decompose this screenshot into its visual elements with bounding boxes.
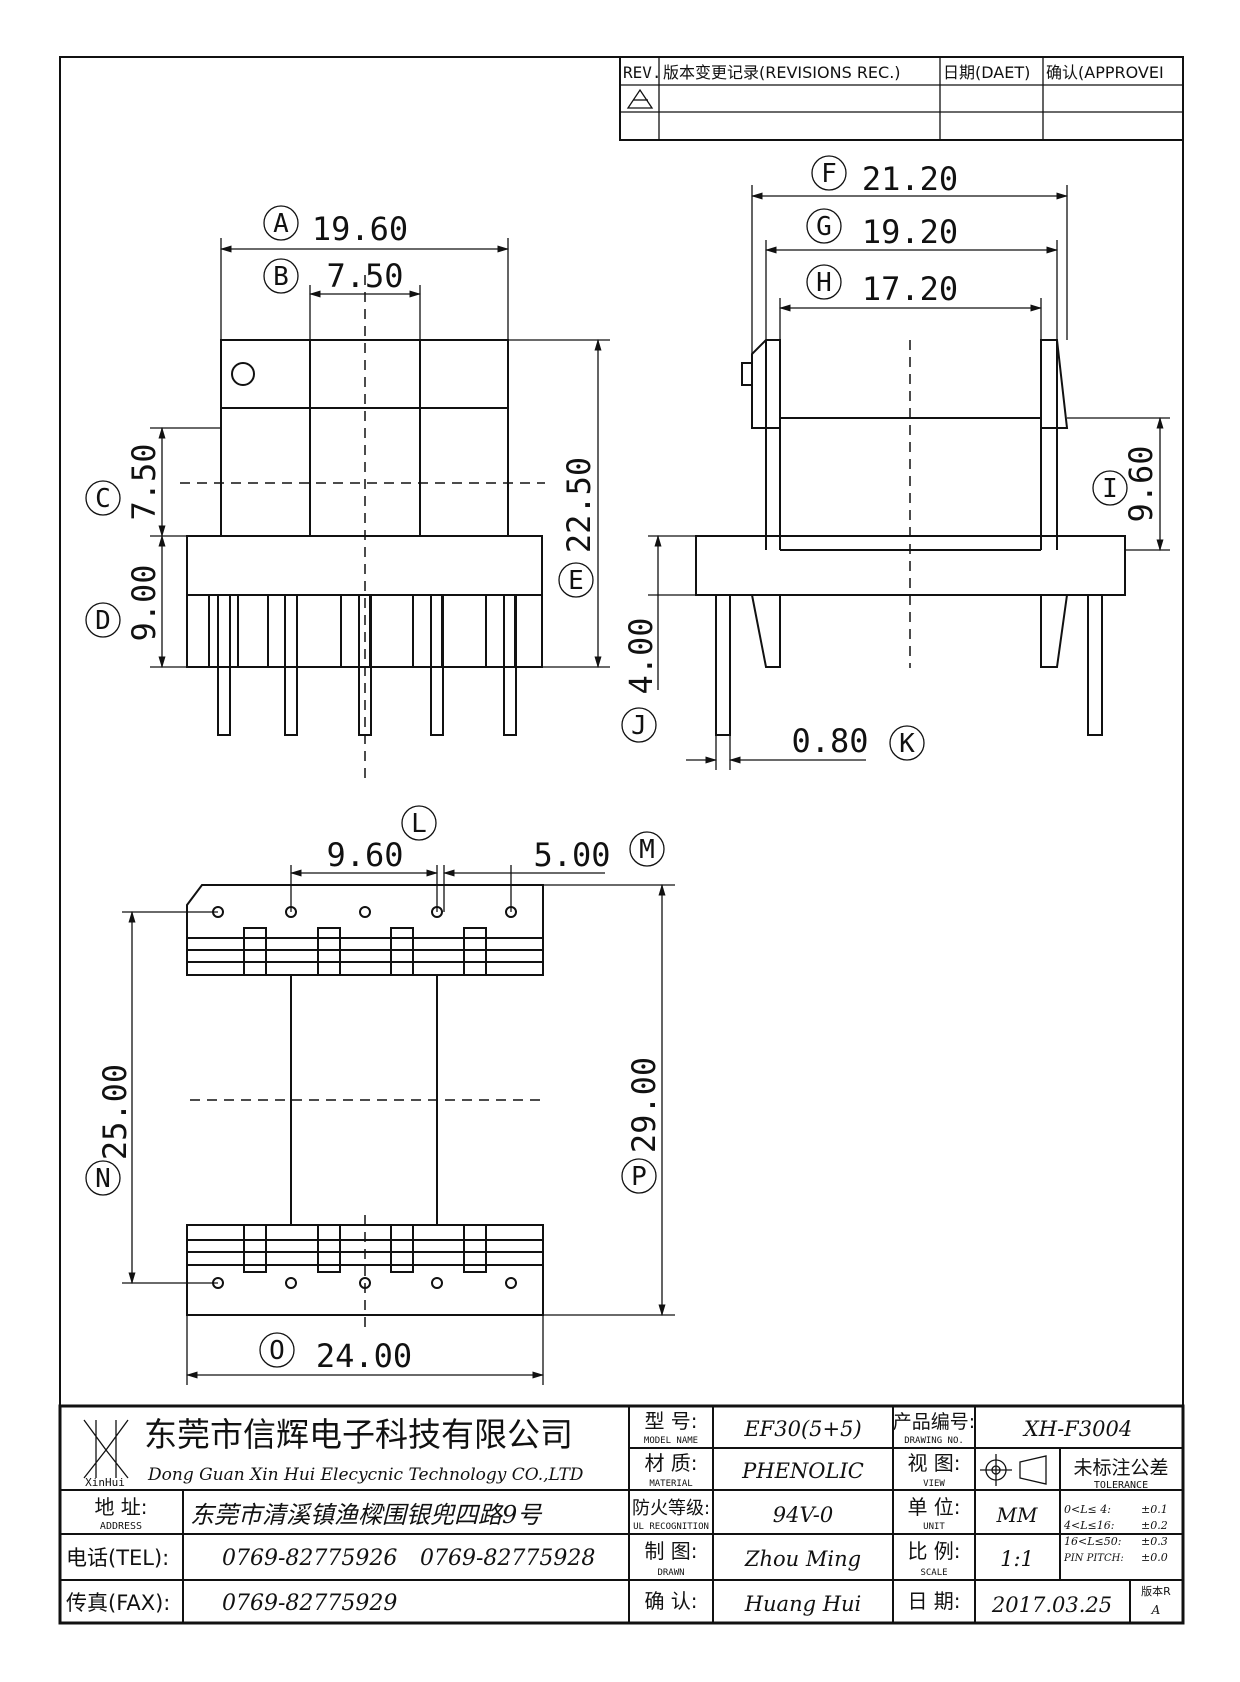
fire-label: 防火等级: [632, 1498, 710, 1519]
dimension-labels: A 19.60 B 7.50 C 7.50 D 9.00 E 22.50 F 2… [85, 155, 1160, 1375]
drawing-no-value: XH-F3004 [1022, 1417, 1132, 1441]
rev-approve-header: 确认(APPROVEI [1046, 63, 1164, 82]
check-value: Huang Hui [744, 1592, 862, 1616]
tolerance-range-1: 0<L≤ 4: [1064, 1503, 1111, 1516]
dim-C-value: 7.50 [125, 443, 163, 520]
address-label: 地 址: [94, 1495, 147, 1519]
scale-label: 比 例: [907, 1539, 960, 1563]
rev-date-header: 日期(DAET) [943, 63, 1030, 82]
bottom-view [122, 865, 675, 1385]
dim-J-value: 4.00 [622, 617, 660, 694]
dim-L-value: 9.60 [326, 836, 403, 874]
fire-label-en: UL RECOGNITION [633, 1522, 709, 1532]
svg-text:H: H [816, 268, 832, 298]
svg-text:B: B [273, 262, 289, 292]
check-label: 确 认: [644, 1589, 697, 1613]
tolerance-range-3: 16<L≤50: [1064, 1535, 1121, 1548]
dim-I-value: 9.60 [1122, 445, 1160, 522]
projection-symbol-icon [980, 1454, 1047, 1486]
dim-A-value: 19.60 [312, 210, 408, 248]
dim-D-value: 9.00 [125, 564, 163, 641]
tel1-value: 0769-82775926 [222, 1546, 397, 1571]
front-view [150, 238, 610, 780]
logo-text: XinHui [85, 1476, 125, 1489]
material-label: 材 质: [644, 1451, 697, 1475]
scale-value: 1:1 [1000, 1547, 1034, 1571]
dim-H-value: 17.20 [862, 270, 958, 308]
dim-E-value: 22.50 [560, 457, 598, 553]
tolerance-en: TOLERANCE [1094, 1480, 1148, 1491]
tolerance-range-2: 4<L≤16: [1063, 1519, 1114, 1532]
model-label: 型 号: [644, 1409, 697, 1433]
view-label: 视 图: [907, 1451, 960, 1475]
svg-text:D: D [95, 606, 111, 636]
unit-value: MM [996, 1503, 1038, 1527]
svg-text:E: E [568, 566, 584, 596]
fire-value: 94V-0 [773, 1503, 833, 1527]
material-value: PHENOLIC [741, 1459, 864, 1483]
drawing-no-label-en: DRAWING NO. [904, 1436, 964, 1446]
address-value: 东莞市清溪镇渔樑围银兜四路9号 [190, 1501, 543, 1529]
version-label: 版本R [1141, 1584, 1171, 1598]
drawn-value: Zhou Ming [744, 1547, 861, 1571]
date-label: 日 期: [907, 1589, 960, 1613]
fax-label: 传真(FAX): [66, 1591, 170, 1615]
material-label-en: MATERIAL [649, 1479, 692, 1489]
dim-F-value: 21.20 [862, 160, 958, 198]
svg-text:M: M [639, 835, 655, 865]
svg-text:C: C [95, 484, 111, 514]
side-view [648, 185, 1170, 770]
drawing-no-label: 产品编号: [893, 1411, 975, 1433]
dim-G-value: 19.20 [862, 213, 958, 251]
company-name-en: Dong Guan Xin Hui Elecycnic Technology C… [147, 1465, 584, 1485]
rev-record-header: 版本变更记录(REVISIONS REC.) [663, 63, 901, 82]
drawn-label: 制 图: [644, 1539, 697, 1563]
tolerance-value-2: ±0.2 [1141, 1519, 1168, 1532]
tolerance-title: 未标注公差 [1073, 1457, 1168, 1479]
view-label-en: VIEW [923, 1479, 945, 1489]
dim-O-value: 24.00 [316, 1337, 412, 1375]
unit-label: 单 位: [907, 1495, 960, 1519]
svg-text:G: G [816, 212, 832, 242]
title-block: XinHui 东莞市信辉电子科技有限公司 Dong Guan Xin Hui E… [58, 1404, 1185, 1625]
drawing-border [59, 56, 1184, 1624]
tolerance-range-4: PIN PITCH: [1063, 1553, 1124, 1564]
dim-M-value: 5.00 [533, 836, 610, 874]
company-name-cn: 东莞市信辉电子科技有限公司 [144, 1415, 573, 1454]
dim-P-value: 29.00 [625, 1057, 663, 1153]
scale-label-en: SCALE [920, 1568, 947, 1578]
date-value: 2017.03.25 [991, 1593, 1112, 1617]
dim-N-value: 25.00 [96, 1064, 134, 1160]
svg-text:K: K [899, 729, 915, 759]
xinhui-logo-icon [83, 1419, 129, 1479]
revision-triangle-icon [626, 88, 654, 109]
tolerance-value-1: ±0.1 [1141, 1503, 1168, 1516]
svg-text:A: A [273, 209, 289, 239]
dim-B-value: 7.50 [326, 257, 403, 295]
tolerance-value-3: ±0.3 [1141, 1535, 1168, 1548]
svg-text:I: I [1102, 474, 1118, 504]
address-label-en: ADDRESS [100, 1521, 142, 1532]
svg-text:P: P [631, 1162, 647, 1192]
unit-label-en: UNIT [923, 1522, 945, 1532]
svg-text:F: F [821, 159, 837, 189]
drawn-label-en: DRAWN [657, 1568, 684, 1578]
rev-header: REV. [623, 63, 662, 82]
tolerance-value-4: ±0.0 [1141, 1551, 1168, 1564]
tel-label: 电话(TEL): [66, 1546, 169, 1570]
version-value: A [1151, 1603, 1161, 1617]
fax-value: 0769-82775929 [222, 1591, 397, 1616]
dim-K-value: 0.80 [791, 722, 868, 760]
svg-text:L: L [411, 809, 427, 839]
tel2-value: 0769-82775928 [420, 1546, 595, 1571]
model-value: EF30(5+5) [743, 1417, 861, 1441]
svg-text:N: N [95, 1164, 111, 1194]
revision-table: REV. 版本变更记录(REVISIONS REC.) 日期(DAET) 确认(… [619, 56, 1184, 141]
model-label-en: MODEL NAME [644, 1436, 698, 1446]
svg-text:J: J [631, 711, 647, 741]
svg-text:O: O [269, 1336, 285, 1366]
